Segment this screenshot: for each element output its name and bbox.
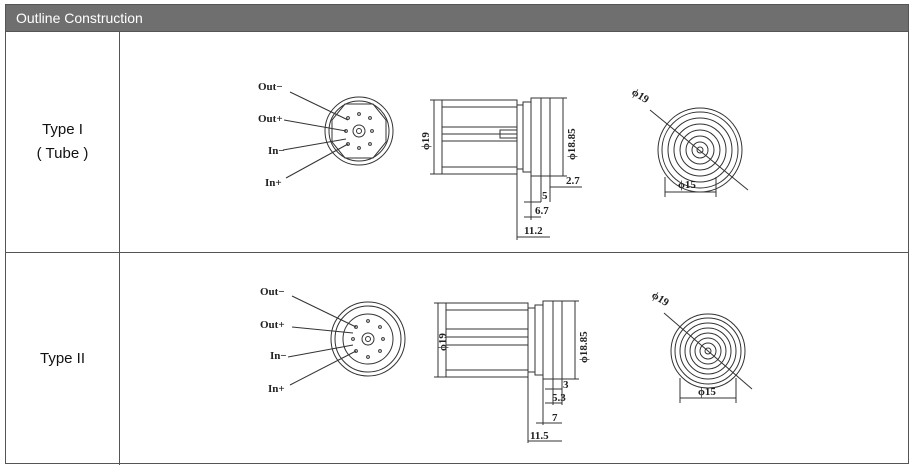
pin-label-out-minus: Out− xyxy=(258,81,283,93)
dim-label-1: 2.7 xyxy=(566,175,580,187)
pin-label-out-minus: Out− xyxy=(260,286,285,298)
flange-diameter-label: ϕ18.85 xyxy=(578,331,590,363)
face-diameter-label: ϕ15 xyxy=(678,179,696,191)
side-view xyxy=(434,300,579,443)
pin-face-view xyxy=(282,91,394,179)
pin-label-out-plus: Out+ xyxy=(258,113,283,125)
outline-construction-table: Outline Construction Type I ( Tube ) xyxy=(5,4,909,465)
pin-label-in-minus: In− xyxy=(268,145,285,157)
flange-diameter-label: ϕ18.85 xyxy=(566,128,578,160)
angled-face-view xyxy=(663,312,753,403)
body-diameter-label: ϕ19 xyxy=(420,132,432,150)
side-view xyxy=(430,97,582,240)
table-row-type-2: Type II xyxy=(6,252,908,465)
type-label-cell: Type II xyxy=(6,253,120,465)
type-label-cell: Type I ( Tube ) xyxy=(6,32,120,252)
pin-label-in-plus: In+ xyxy=(268,383,285,395)
dim-label-3: 6.7 xyxy=(535,205,549,217)
type-label: Type I xyxy=(42,121,83,138)
face-diameter-label: ϕ15 xyxy=(698,386,716,398)
dim-label-4: 11.2 xyxy=(524,225,543,237)
type-label: Type II xyxy=(39,350,86,367)
dim-label-2: 5.3 xyxy=(552,392,566,404)
pin-label-out-plus: Out+ xyxy=(260,319,285,331)
drawing-cell: Out− Out+ In− In+ ϕ19 ϕ18.85 3 5.3 7 11.… xyxy=(120,253,908,465)
dim-label-4: 11.5 xyxy=(530,430,549,442)
pin-label-in-plus: In+ xyxy=(265,177,282,189)
dim-label-3: 7 xyxy=(552,412,558,424)
pin-label-in-minus: In− xyxy=(270,350,287,362)
angled-diameter-label: ϕ19 xyxy=(649,289,671,309)
type-1-drawing: Out− Out+ In− In+ ϕ19 ϕ18.85 2.7 5 6.7 1… xyxy=(258,81,749,240)
table-header: Outline Construction xyxy=(6,5,908,31)
type-sublabel: ( Tube ) xyxy=(36,145,89,162)
dim-label-2: 5 xyxy=(542,190,548,202)
drawing-cell: Out− Out+ In− In+ ϕ19 ϕ18.85 2.7 5 6.7 1… xyxy=(120,32,908,252)
body-diameter-label: ϕ19 xyxy=(437,333,449,351)
angled-face-view xyxy=(649,107,749,197)
dim-label-1: 3 xyxy=(563,379,569,391)
angled-diameter-label: ϕ19 xyxy=(629,86,651,106)
table-row-type-1: Type I ( Tube ) xyxy=(6,31,908,252)
pin-face-view xyxy=(287,295,406,386)
type-2-drawing: Out− Out+ In− In+ ϕ19 ϕ18.85 3 5.3 7 11.… xyxy=(260,286,753,443)
